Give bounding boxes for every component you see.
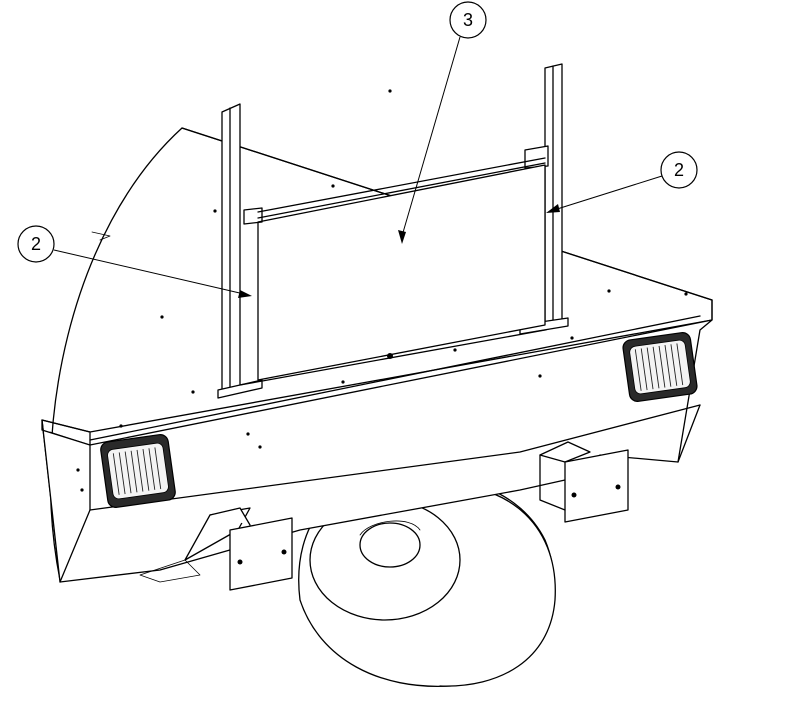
left-mounting-bracket — [139, 507, 293, 591]
callout-3: 3 — [398, 1, 487, 244]
right-mounting-bracket — [539, 441, 629, 523]
deck-rivets — [76, 89, 688, 492]
left-tail-lamp — [100, 434, 176, 508]
callout-3-label: 3 — [463, 10, 473, 30]
callout-2-left-label: 2 — [31, 234, 41, 254]
callout-2-left: 2 — [17, 225, 252, 298]
spare-tire — [298, 476, 556, 687]
left-upright-post — [217, 103, 263, 399]
rear-bumper — [41, 299, 713, 583]
right-upright-post — [519, 63, 569, 335]
right-tail-lamp — [622, 332, 698, 402]
callout-2-right-label: 2 — [674, 160, 684, 180]
callout-2-right: 2 — [546, 151, 698, 213]
